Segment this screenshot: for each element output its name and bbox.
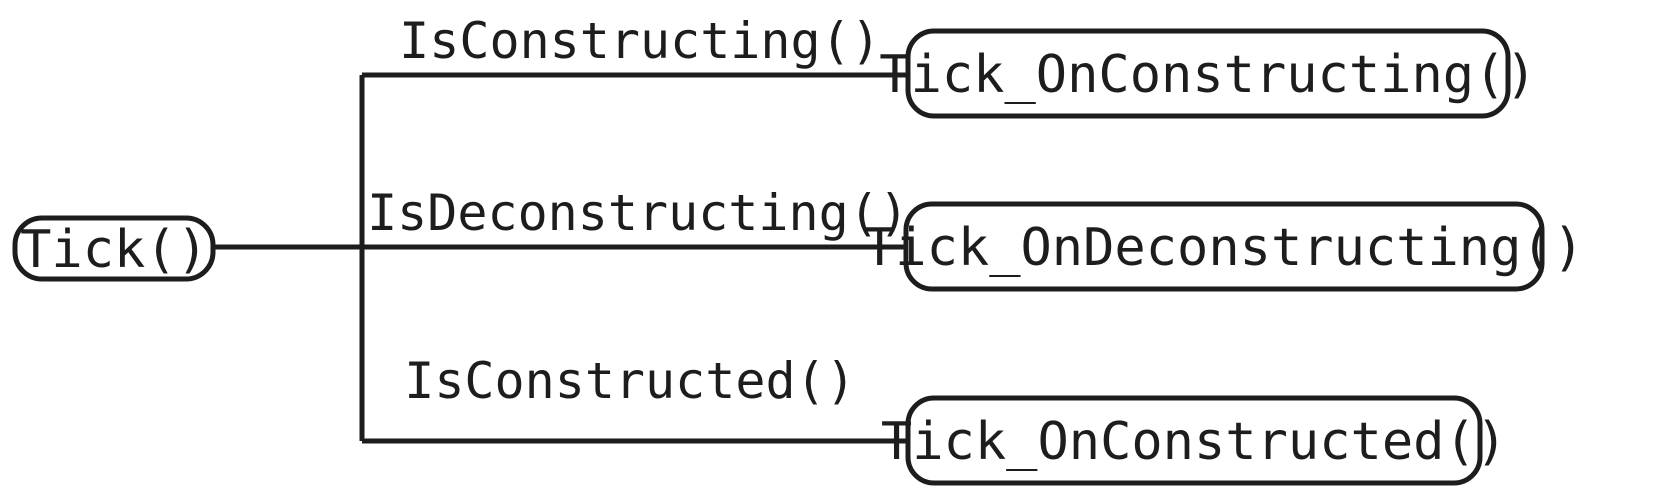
node-tick-label: Tick() xyxy=(20,220,208,280)
node-tick-ondeconstructing-label: Tick_OnDeconstructing() xyxy=(864,218,1584,278)
edge-label-group: IsConstructing() IsDeconstructing() IsCo… xyxy=(367,12,909,410)
node-tick-onconstructed-label: Tick_OnConstructed() xyxy=(881,412,1507,472)
edge-label-is-deconstructing: IsDeconstructing() xyxy=(367,184,909,242)
edge-label-is-constructed: IsConstructed() xyxy=(404,352,856,410)
edge-group xyxy=(213,72,908,444)
node-tick-onconstructing-box[interactable] xyxy=(905,28,1511,119)
node-tick-onconstructed[interactable]: Tick_OnConstructed() xyxy=(881,395,1507,486)
node-tick-onconstructing[interactable]: Tick_OnConstructing() xyxy=(879,28,1537,119)
node-tick[interactable]: Tick() xyxy=(12,215,216,282)
node-tick-onconstructing-label: Tick_OnConstructing() xyxy=(879,45,1536,105)
node-tick-onconstructed-box[interactable] xyxy=(905,395,1483,486)
edge-label-is-constructing: IsConstructing() xyxy=(399,12,881,70)
node-tick-ondeconstructing-box[interactable] xyxy=(903,201,1545,292)
node-tick-ondeconstructing[interactable]: Tick_OnDeconstructing() xyxy=(864,201,1584,292)
node-tick-box[interactable] xyxy=(12,215,216,282)
